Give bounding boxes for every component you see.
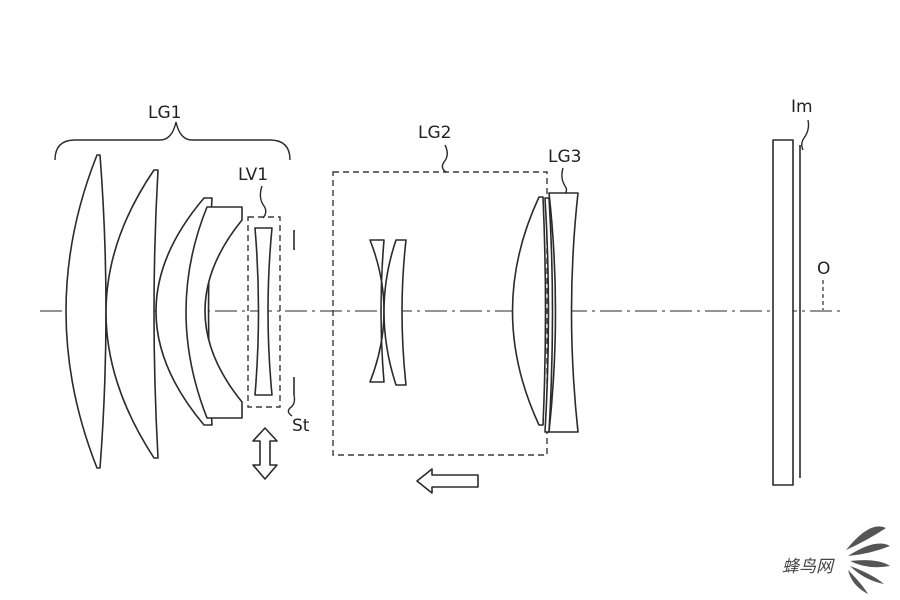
lg2-leader	[441, 144, 448, 173]
im-leader	[801, 119, 810, 151]
lv1-leader	[259, 185, 267, 219]
filter-plate	[772, 139, 794, 486]
lv1-lens	[254, 227, 273, 396]
lg2-lens-1	[369, 239, 385, 383]
watermark-text: 蜂鸟网	[782, 557, 835, 577]
lg1-label: LG1	[148, 103, 181, 123]
st-label: St	[292, 416, 310, 436]
lg1-lens-2	[105, 169, 159, 459]
lg2-lens-2	[383, 239, 407, 386]
st-leader	[287, 394, 296, 417]
lg1-lens-1	[65, 154, 107, 469]
lg2-label: LG2	[418, 123, 451, 143]
lg1-brace	[54, 121, 291, 161]
lg3-label: LG3	[548, 147, 581, 167]
lg2-box	[332, 171, 548, 456]
lg3-leader	[561, 167, 568, 195]
watermark-feather-icon	[846, 526, 890, 594]
vertical-double-arrow-icon	[252, 427, 278, 480]
im-label: Im	[791, 97, 813, 117]
lv1-label: LV1	[238, 165, 268, 185]
lg1-lens-4	[185, 206, 243, 419]
left-arrow-icon	[416, 468, 479, 494]
o-label: O	[817, 259, 830, 279]
lg3-lens-3	[548, 192, 579, 433]
lg3-lens-1	[511, 196, 547, 426]
